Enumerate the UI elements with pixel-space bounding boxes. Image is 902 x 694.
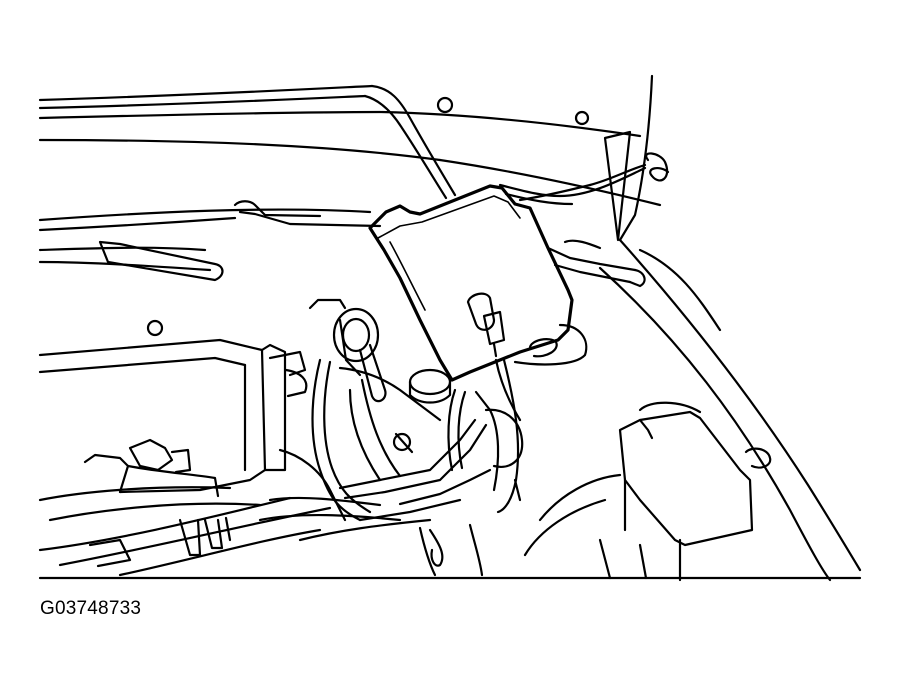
hose-lines: [546, 239, 646, 288]
throttle-sensors: [38, 438, 332, 577]
wiper-area: [38, 200, 382, 282]
bolt-icon: [574, 110, 590, 126]
battery-box: [523, 401, 754, 582]
wiring-harness: [258, 358, 524, 577]
bolt-icon: [146, 319, 164, 337]
washer-reservoir-tank: [368, 166, 647, 382]
figure-code-label: G03748733: [40, 598, 142, 619]
air-cleaner-box: [38, 338, 308, 494]
bolt-icon: [436, 96, 454, 114]
fender-hinge: [518, 74, 862, 582]
brake-master-cylinder: [308, 298, 452, 482]
hood-cowl-lines: [38, 84, 662, 207]
cowl-bolts: [146, 96, 590, 337]
